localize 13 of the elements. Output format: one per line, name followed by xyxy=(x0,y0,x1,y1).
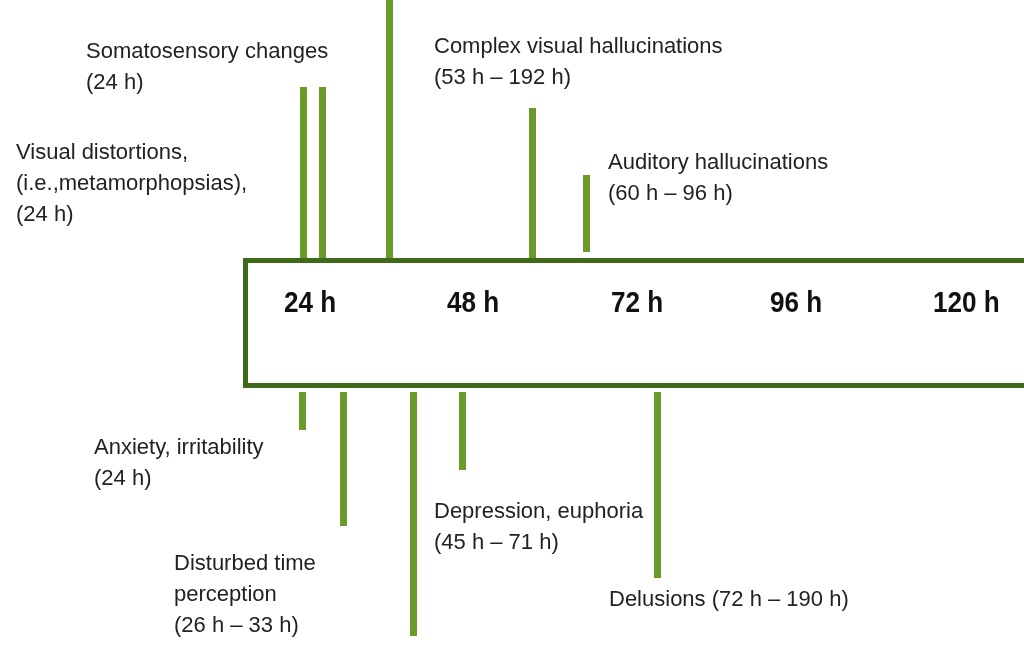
tick-label: 120 h xyxy=(933,286,1000,319)
event-label: Delusions (72 h – 190 h) xyxy=(609,585,849,613)
tick-label: 96 h xyxy=(770,286,823,319)
tick-label: 48 h xyxy=(447,286,500,319)
event-label: Disturbed time perception (26 h – 33 h) xyxy=(174,549,316,639)
event-label: Auditory hallucinations (60 h – 96 h) xyxy=(608,148,829,207)
event-label: Visual distortions, (i.e.,metamorphopsias), (24 h) xyxy=(16,138,248,228)
tick-label: 24 h xyxy=(284,286,337,319)
event-label: Depression, euphoria (45 h – 71 h) xyxy=(434,497,644,556)
event-label: Complex visual hallucinations (53 h – 192 h) xyxy=(434,32,723,91)
tick-label: 72 h xyxy=(611,286,664,319)
event-label: Anxiety, irritability (24 h) xyxy=(94,433,264,492)
event-label: Somatosensory changes (24 h) xyxy=(86,37,329,96)
